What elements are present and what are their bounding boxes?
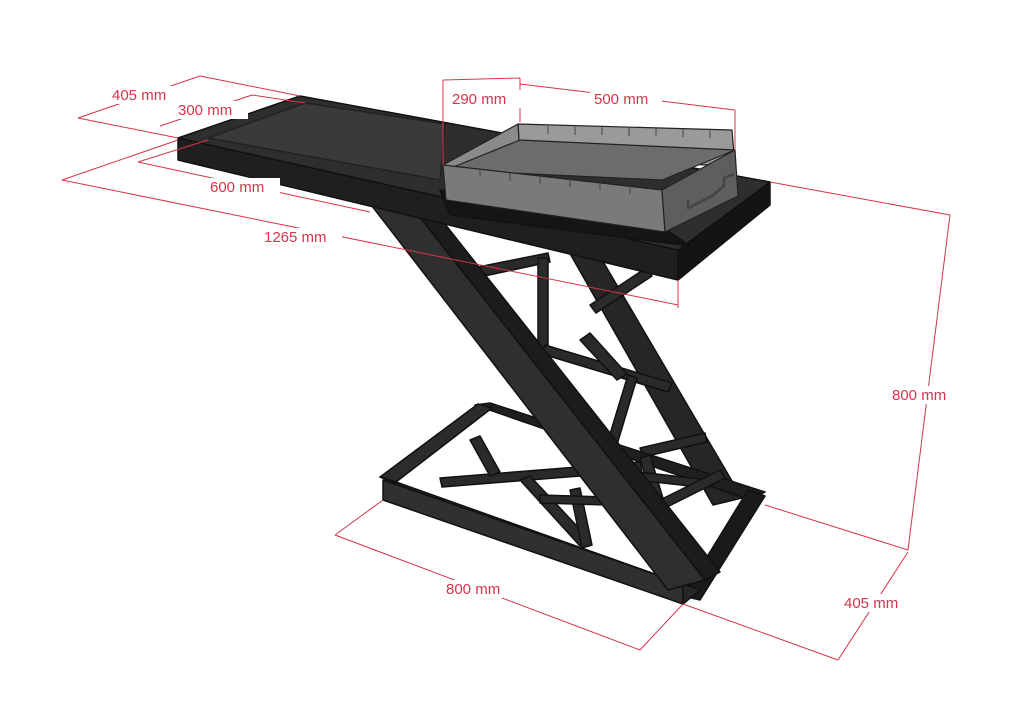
lattice-bar — [579, 332, 628, 381]
label-grill-length: 500 mm — [594, 91, 648, 108]
label-worktop-inner: 300 mm — [178, 102, 232, 119]
stone-worktop — [207, 102, 446, 181]
dimension-labels: 405 mm 300 mm 600 mm 1265 mm 290 mm 500 … — [108, 86, 962, 612]
tabletop-right-edge — [677, 181, 771, 281]
label-top-depth: 405 mm — [112, 87, 166, 104]
skewer-notches — [479, 126, 711, 194]
label-height: 800 mm — [892, 387, 946, 404]
grill-box — [442, 123, 739, 233]
grill-handle — [686, 172, 735, 210]
grill-right-wall — [661, 149, 739, 233]
label-base-depth: 405 mm — [844, 595, 898, 612]
label-total-length: 1265 mm — [264, 229, 327, 246]
base-lattice-bar — [469, 435, 501, 477]
label-worktop-length: 600 mm — [210, 179, 264, 196]
label-base-length: 800 mm — [446, 581, 500, 598]
label-grill-width: 290 mm — [452, 91, 506, 108]
lattice-bar — [589, 267, 653, 314]
stand-frame — [371, 199, 766, 605]
